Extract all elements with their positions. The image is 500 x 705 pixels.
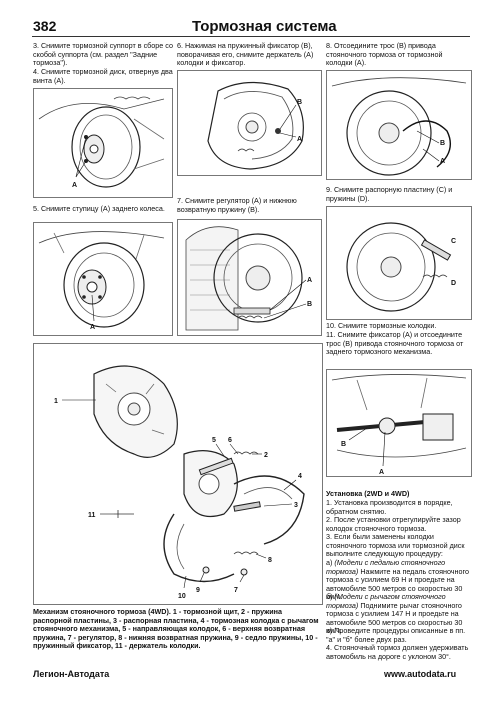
callout-7: 7 [234,587,238,594]
callout-4: 4 [298,473,302,480]
install-step-2: 2. После установки отрегулируйте зазор к… [326,515,461,533]
footer-publisher: Легион-Автодата [33,669,110,679]
callout-5: 5 [212,437,216,444]
page-number: 382 [33,18,57,34]
exploded-caption: Механизм стояночного тормоза (4WD). 1 - … [33,607,321,651]
fig6-label-c: C [451,238,456,245]
callout-8: 8 [268,557,272,564]
install-step-3b: б) (Модели с рычагом стояночного тормоза… [326,592,470,636]
step-5-text: 5. Снимите ступицу (A) заднего колеса. [33,204,165,213]
install-step-3c: в) Проведите процедуры описанные в пп. "… [326,626,466,644]
fig1-label-a: A [72,182,77,189]
install-step-3: 3. Если были заменены колодки стояночног… [326,532,465,559]
install-step-3b-model: (Модели с рычагом стояночного тормоза) [326,592,446,610]
step-6-text: 6. Нажимая на пружинный фиксатор (B), по… [177,41,314,68]
fig3-label-b: B [297,99,302,106]
step-11-text: 11. Снимите фиксатор (A) и отсоедините т… [326,330,464,357]
header-rule [32,36,470,37]
fig7-label-b: B [341,441,346,448]
exploded-caption-body: 1 - тормозной щит, 2 - пружина распорной… [33,607,319,651]
figure-rear-hub: A [33,222,173,336]
step-3-text: 3. Снимите тормозной суппорт в сборе со … [33,41,173,68]
figure-cable-retainer: B A [326,369,472,477]
fig3-label-a: A [297,136,302,143]
install-step-3a-model: (Модели с педалью стояночного тормоза) [326,558,446,576]
step-10-text: 10. Снимите тормозные колодки. [326,321,437,330]
fig7-label-a: A [379,469,384,476]
callout-1: 1 [54,398,58,405]
install-step-3b-body: Поднимите рычаг стояночного тормоза с ус… [326,600,463,636]
callout-9: 9 [196,587,200,594]
fig4-label-b: B [307,301,312,308]
install-step-3a-mark: а) [326,558,333,567]
step-4-text: 4. Снимите тормозной диск, отвернув два … [33,67,173,85]
install-step-3a: а) (Модели с педалью стояночного тормоза… [326,558,470,602]
figure-strut-plate: C D [326,206,472,320]
install-step-3a-body: Нажмите на педаль стояночного тормоза с … [326,566,469,602]
footer-website: www.autodata.ru [384,669,457,679]
step-8-text: 8. Отсоедините трос (B) привода стояночн… [326,41,443,68]
figure-adjuster: A B [177,219,322,336]
callout-11: 11 [88,512,96,519]
page-title: Тормозная система [192,18,337,35]
install-step-3b-mark: б) [326,592,333,601]
exploded-caption-title: Механизм стояночного тормоза (4WD). [33,607,171,616]
fig4-label-a: A [307,277,312,284]
install-step-1: 1. Установка производится в порядке, обр… [326,498,453,516]
figure-shoe-holder: B A [177,70,322,176]
figure-brake-disc: A [33,88,173,198]
step-9-text: 9. Снимите распорную пластину (C) и пруж… [326,185,453,203]
fig5-label-a: A [440,158,445,165]
callout-3: 3 [294,502,298,509]
install-title: Установка (2WD и 4WD) [326,489,410,498]
fig5-label-b: B [440,140,445,147]
callout-6: 6 [228,437,232,444]
callout-10: 10 [178,593,186,600]
fig6-label-d: D [451,280,456,287]
install-step-4: 4. Стояночный тормоз должен удерживать а… [326,643,469,661]
step-7-text: 7. Снимите регулятор (A) и нижнюю возвра… [177,196,297,214]
callout-2: 2 [264,452,268,459]
figure-exploded-parking-brake: 1 5 6 4 3 2 7 8 9 10 11 [33,343,323,605]
fig2-label-a: A [90,324,95,331]
figure-cable-disconnect: B A [326,70,472,180]
